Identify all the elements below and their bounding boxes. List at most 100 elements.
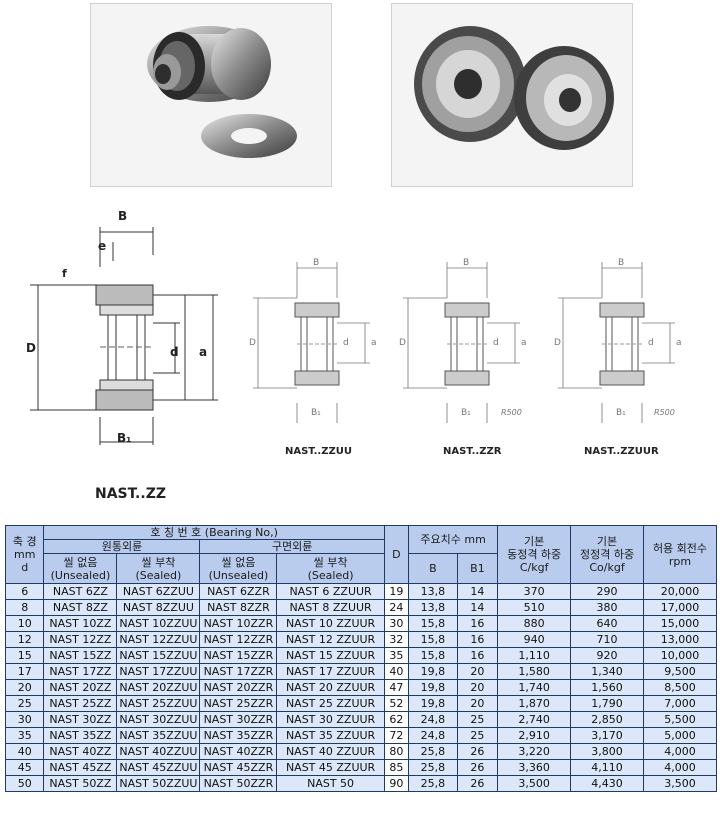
- zzuu-B1-label: B₁: [311, 408, 321, 418]
- table-cell: 16: [456, 615, 499, 632]
- table-cell: 25,8: [408, 775, 458, 792]
- dim-B-label: B: [118, 209, 128, 223]
- table-cell: NAST 50ZZUU: [116, 775, 201, 792]
- table-cell: NAST 20ZZR: [199, 679, 278, 696]
- table-cell: NAST 35ZZUU: [116, 727, 201, 744]
- table-cell: NAST 20ZZUU: [116, 679, 201, 696]
- table-cell: 1,790: [570, 695, 644, 712]
- table-cell: NAST 20 ZZUUR: [276, 679, 385, 696]
- table-cell: 380: [570, 599, 644, 616]
- header-dynamic-load: 기본 동정격 하중 C/kgf: [497, 525, 572, 584]
- header-unsealed-1: 씰 없음 (Unsealed): [43, 553, 118, 584]
- table-cell: 4,430: [570, 775, 644, 792]
- bearing-photo-left: [90, 3, 332, 187]
- table-cell: NAST 50ZZ: [43, 775, 118, 792]
- table-cell: 25,8: [408, 743, 458, 760]
- table-cell: 24,8: [408, 727, 458, 744]
- table-cell: NAST 12ZZ: [43, 631, 118, 648]
- table-cell: 880: [497, 615, 572, 632]
- table-cell: NAST 17 ZZUUR: [276, 663, 385, 680]
- table-cell: 940: [497, 631, 572, 648]
- table-cell: 640: [570, 615, 644, 632]
- table-cell: 15,8: [408, 631, 458, 648]
- header-cylindrical: 원통외륜: [43, 539, 201, 554]
- table-cell: 12: [4, 631, 45, 648]
- table-cell: 920: [570, 647, 644, 664]
- table-cell: 62: [383, 711, 410, 728]
- table-cell: NAST 35ZZ: [43, 727, 118, 744]
- table-cell: 45: [4, 759, 45, 776]
- table-cell: NAST 6ZZR: [199, 583, 278, 600]
- table-cell: NAST 40ZZ: [43, 743, 118, 760]
- table-cell: NAST 40ZZUU: [116, 743, 201, 760]
- diagram-title-nast-zzr: NAST..ZZR: [443, 446, 502, 457]
- table-cell: 1,340: [570, 663, 644, 680]
- table-cell: NAST 30ZZUU: [116, 711, 201, 728]
- diagram-title-nast-zzuur: NAST..ZZUUR: [584, 446, 659, 457]
- zzuu-diagram: B D d a B₁ NAST..ZZUU: [245, 258, 395, 463]
- table-cell: NAST 25ZZ: [43, 695, 118, 712]
- table-cell: 6: [4, 583, 45, 600]
- zzuu-a-label: a: [371, 338, 377, 348]
- table-cell: NAST 35 ZZUUR: [276, 727, 385, 744]
- zzr-a-label: a: [521, 338, 527, 348]
- table-cell: 24,8: [408, 711, 458, 728]
- table-cell: 3,220: [497, 743, 572, 760]
- table-cell: 80: [383, 743, 410, 760]
- table-cell: 13,8: [408, 599, 458, 616]
- table-cell: 16: [456, 631, 499, 648]
- table-cell: 25: [456, 727, 499, 744]
- zzr-B1-label: B₁: [461, 408, 471, 418]
- table-cell: NAST 6ZZUU: [116, 583, 201, 600]
- table-cell: 4,000: [643, 743, 717, 760]
- table-cell: NAST 10ZZR: [199, 615, 278, 632]
- table-cell: 72: [383, 727, 410, 744]
- table-cell: 1,580: [497, 663, 572, 680]
- table-cell: NAST 45ZZR: [199, 759, 278, 776]
- zzuu-d-label: d: [343, 338, 349, 348]
- table-cell: 9,500: [643, 663, 717, 680]
- header-sealed-2: 씰 부착 (Sealed): [276, 553, 385, 584]
- diagram-title-nast-zz: NAST..ZZ: [95, 486, 166, 502]
- table-cell: 25,8: [408, 759, 458, 776]
- table-cell: NAST 15ZZR: [199, 647, 278, 664]
- table-cell: 2,910: [497, 727, 572, 744]
- table-cell: 13,000: [643, 631, 717, 648]
- table-cell: 30: [383, 615, 410, 632]
- table-cell: 710: [570, 631, 644, 648]
- table-cell: 20: [456, 695, 499, 712]
- zzuur-B1-label: B₁: [616, 408, 626, 418]
- dim-e-label: e: [98, 239, 107, 253]
- table-cell: 14: [456, 583, 499, 600]
- table-cell: NAST 12ZZUU: [116, 631, 201, 648]
- table-cell: NAST 15ZZ: [43, 647, 118, 664]
- diagram-title-nast-zzuu: NAST..ZZUU: [285, 446, 352, 457]
- table-cell: 19: [383, 583, 410, 600]
- table-cell: NAST 50: [276, 775, 385, 792]
- table-cell: 290: [570, 583, 644, 600]
- table-cell: 26: [456, 759, 499, 776]
- table-cell: 510: [497, 599, 572, 616]
- table-cell: 20: [456, 663, 499, 680]
- table-cell: NAST 10 ZZUUR: [276, 615, 385, 632]
- table-cell: 52: [383, 695, 410, 712]
- table-cell: 2,740: [497, 711, 572, 728]
- header-main-dims: 주요치수 mm: [408, 525, 499, 554]
- table-cell: 15: [4, 647, 45, 664]
- header-shaft: 축 경 mm d: [4, 525, 45, 584]
- table-cell: NAST 8ZZR: [199, 599, 278, 616]
- table-cell: 1,560: [570, 679, 644, 696]
- table-cell: NAST 25 ZZUUR: [276, 695, 385, 712]
- table-cell: 14: [456, 599, 499, 616]
- header-unsealed-2: 씰 없음 (Unsealed): [199, 553, 278, 584]
- table-cell: 1,870: [497, 695, 572, 712]
- header-B1: B1: [456, 553, 499, 584]
